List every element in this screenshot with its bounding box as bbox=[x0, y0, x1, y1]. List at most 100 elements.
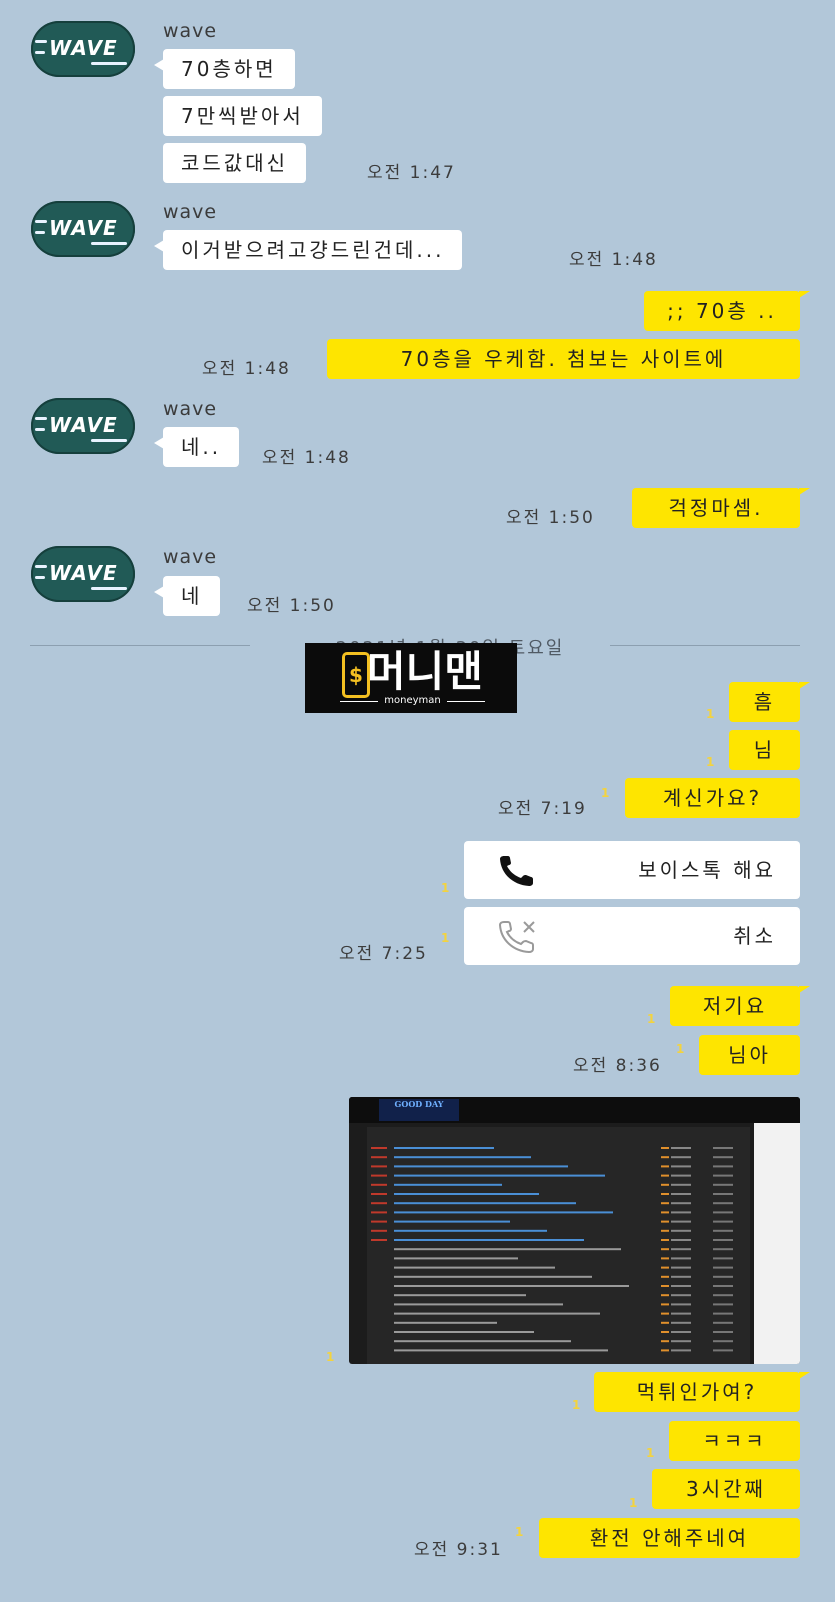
unread-count: 1 bbox=[646, 1446, 655, 1460]
site-row-line bbox=[713, 1331, 733, 1333]
cancelled-call-card[interactable]: 취소 bbox=[464, 907, 800, 965]
sender-name: wave bbox=[163, 546, 218, 568]
outgoing-message-bubble[interactable]: ;; 70층 .. bbox=[644, 291, 810, 331]
outgoing-message-bubble[interactable]: 70층을 우케함. 첨보는 사이트에 bbox=[327, 339, 800, 379]
site-row-line bbox=[671, 1183, 691, 1186]
site-row-line bbox=[713, 1294, 733, 1297]
site-row-line bbox=[671, 1174, 691, 1177]
message-text: ;; 70층 .. bbox=[667, 299, 777, 323]
site-row-line bbox=[394, 1220, 510, 1223]
incoming-message-bubble[interactable]: 7만씩받아서 bbox=[163, 96, 322, 136]
site-row-line bbox=[394, 1239, 584, 1241]
image-message-site-screenshot[interactable]: GOOD DAY bbox=[349, 1097, 800, 1364]
site-row-line bbox=[671, 1257, 691, 1260]
call-label: 보이스톡 해요 bbox=[638, 858, 776, 882]
incoming-message-bubble[interactable]: 70층하면 bbox=[154, 49, 295, 89]
site-row-line bbox=[394, 1183, 502, 1186]
site-board-rows bbox=[371, 1147, 733, 1352]
site-row-line bbox=[671, 1165, 691, 1168]
site-row-line bbox=[713, 1257, 733, 1260]
site-row-line bbox=[394, 1174, 605, 1177]
site-row-line bbox=[713, 1174, 733, 1177]
site-row-line bbox=[671, 1202, 691, 1205]
sender-name: wave bbox=[163, 201, 218, 223]
site-row-line bbox=[713, 1211, 733, 1214]
site-row-line bbox=[371, 1193, 387, 1195]
outgoing-message-bubble[interactable]: 저기요 bbox=[670, 986, 810, 1026]
site-row-line bbox=[671, 1239, 691, 1241]
site-row-line bbox=[661, 1202, 669, 1205]
message-text: 네 bbox=[181, 584, 203, 608]
site-row-line bbox=[394, 1193, 539, 1195]
outgoing-message-bubble[interactable]: 계신가요? bbox=[625, 778, 800, 818]
site-row-line bbox=[661, 1211, 669, 1214]
site-row-line bbox=[661, 1285, 669, 1287]
site-row-line bbox=[671, 1147, 691, 1149]
site-row-line bbox=[713, 1183, 733, 1186]
message-text: 이거받으려고걍드린건데... bbox=[181, 238, 445, 262]
avatar-logo-text: WAVE bbox=[49, 36, 118, 60]
unread-count: 1 bbox=[441, 881, 450, 895]
site-row-line bbox=[713, 1165, 733, 1168]
contact-avatar[interactable]: WAVE bbox=[31, 398, 135, 454]
outgoing-message-bubble[interactable]: 3시간째 bbox=[652, 1469, 800, 1509]
site-row-line bbox=[713, 1156, 733, 1159]
message-time: 오전 1:50 bbox=[247, 596, 336, 616]
message-text: 걱정마셈. bbox=[668, 496, 764, 520]
site-row-line bbox=[394, 1331, 534, 1333]
outgoing-message-bubble[interactable]: 걱정마셈. bbox=[632, 488, 810, 528]
contact-avatar[interactable]: WAVE bbox=[31, 21, 135, 77]
outgoing-message-bubble[interactable]: 흠 bbox=[729, 682, 810, 722]
unread-count: 1 bbox=[326, 1350, 335, 1364]
incoming-message-bubble[interactable]: 코드값대신 bbox=[163, 143, 306, 183]
site-row-line bbox=[394, 1340, 571, 1343]
site-row-line bbox=[394, 1202, 576, 1205]
outgoing-message-bubble[interactable]: 환전 안해주네여 bbox=[539, 1518, 800, 1558]
message-text: 네.. bbox=[181, 435, 222, 459]
avatar-logo-text: WAVE bbox=[49, 561, 118, 585]
contact-avatar[interactable]: WAVE bbox=[31, 201, 135, 257]
site-row-line bbox=[713, 1285, 733, 1287]
incoming-message-bubble[interactable]: 네.. bbox=[154, 427, 240, 467]
site-row-line bbox=[671, 1349, 691, 1352]
unread-count: 1 bbox=[515, 1525, 524, 1539]
message-time: 오전 1:50 bbox=[506, 508, 595, 528]
unread-count: 1 bbox=[572, 1398, 581, 1412]
site-row-line bbox=[394, 1257, 518, 1260]
outgoing-message-bubble[interactable]: 님 bbox=[729, 730, 800, 770]
site-row-line bbox=[371, 1183, 387, 1186]
site-row-line bbox=[671, 1275, 691, 1278]
site-row-line bbox=[661, 1174, 669, 1177]
site-row-line bbox=[661, 1183, 669, 1186]
message-text: 님아 bbox=[728, 1043, 771, 1067]
site-row-line bbox=[371, 1156, 387, 1159]
outgoing-message-bubble[interactable]: 님아 bbox=[699, 1035, 800, 1075]
voice-talk-call-card[interactable]: 보이스톡 해요 bbox=[464, 841, 800, 899]
site-row-line bbox=[394, 1294, 526, 1297]
outgoing-message-bubble[interactable]: ㅋㅋㅋ bbox=[669, 1421, 800, 1461]
message-text: 70층을 우케함. 첨보는 사이트에 bbox=[400, 347, 727, 371]
unread-count: 1 bbox=[601, 786, 610, 800]
message-text: ㅋㅋㅋ bbox=[702, 1429, 767, 1453]
incoming-message-bubble[interactable]: 네 bbox=[154, 576, 221, 616]
site-row-line bbox=[661, 1349, 669, 1352]
site-row-line bbox=[671, 1340, 691, 1343]
message-time: 오전 7:19 bbox=[498, 799, 587, 819]
site-row-line bbox=[713, 1220, 733, 1223]
site-row-line bbox=[671, 1193, 691, 1195]
message-text: 흠 bbox=[753, 690, 776, 714]
site-row-line bbox=[394, 1312, 600, 1315]
site-row-line bbox=[661, 1156, 669, 1159]
outgoing-message-bubble[interactable]: 먹튀인가여? bbox=[594, 1372, 810, 1412]
unread-count: 1 bbox=[676, 1042, 685, 1056]
watermark-brand-text: 머니맨 bbox=[367, 647, 483, 696]
contact-avatar[interactable]: WAVE bbox=[31, 546, 135, 602]
site-row-line bbox=[661, 1331, 669, 1333]
site-row-line bbox=[394, 1156, 531, 1159]
unread-count: 1 bbox=[441, 931, 450, 945]
site-row-line bbox=[671, 1156, 691, 1159]
site-row-line bbox=[394, 1248, 621, 1251]
unread-count: 1 bbox=[706, 707, 715, 721]
incoming-message-bubble[interactable]: 이거받으려고걍드린건데... bbox=[154, 230, 463, 270]
